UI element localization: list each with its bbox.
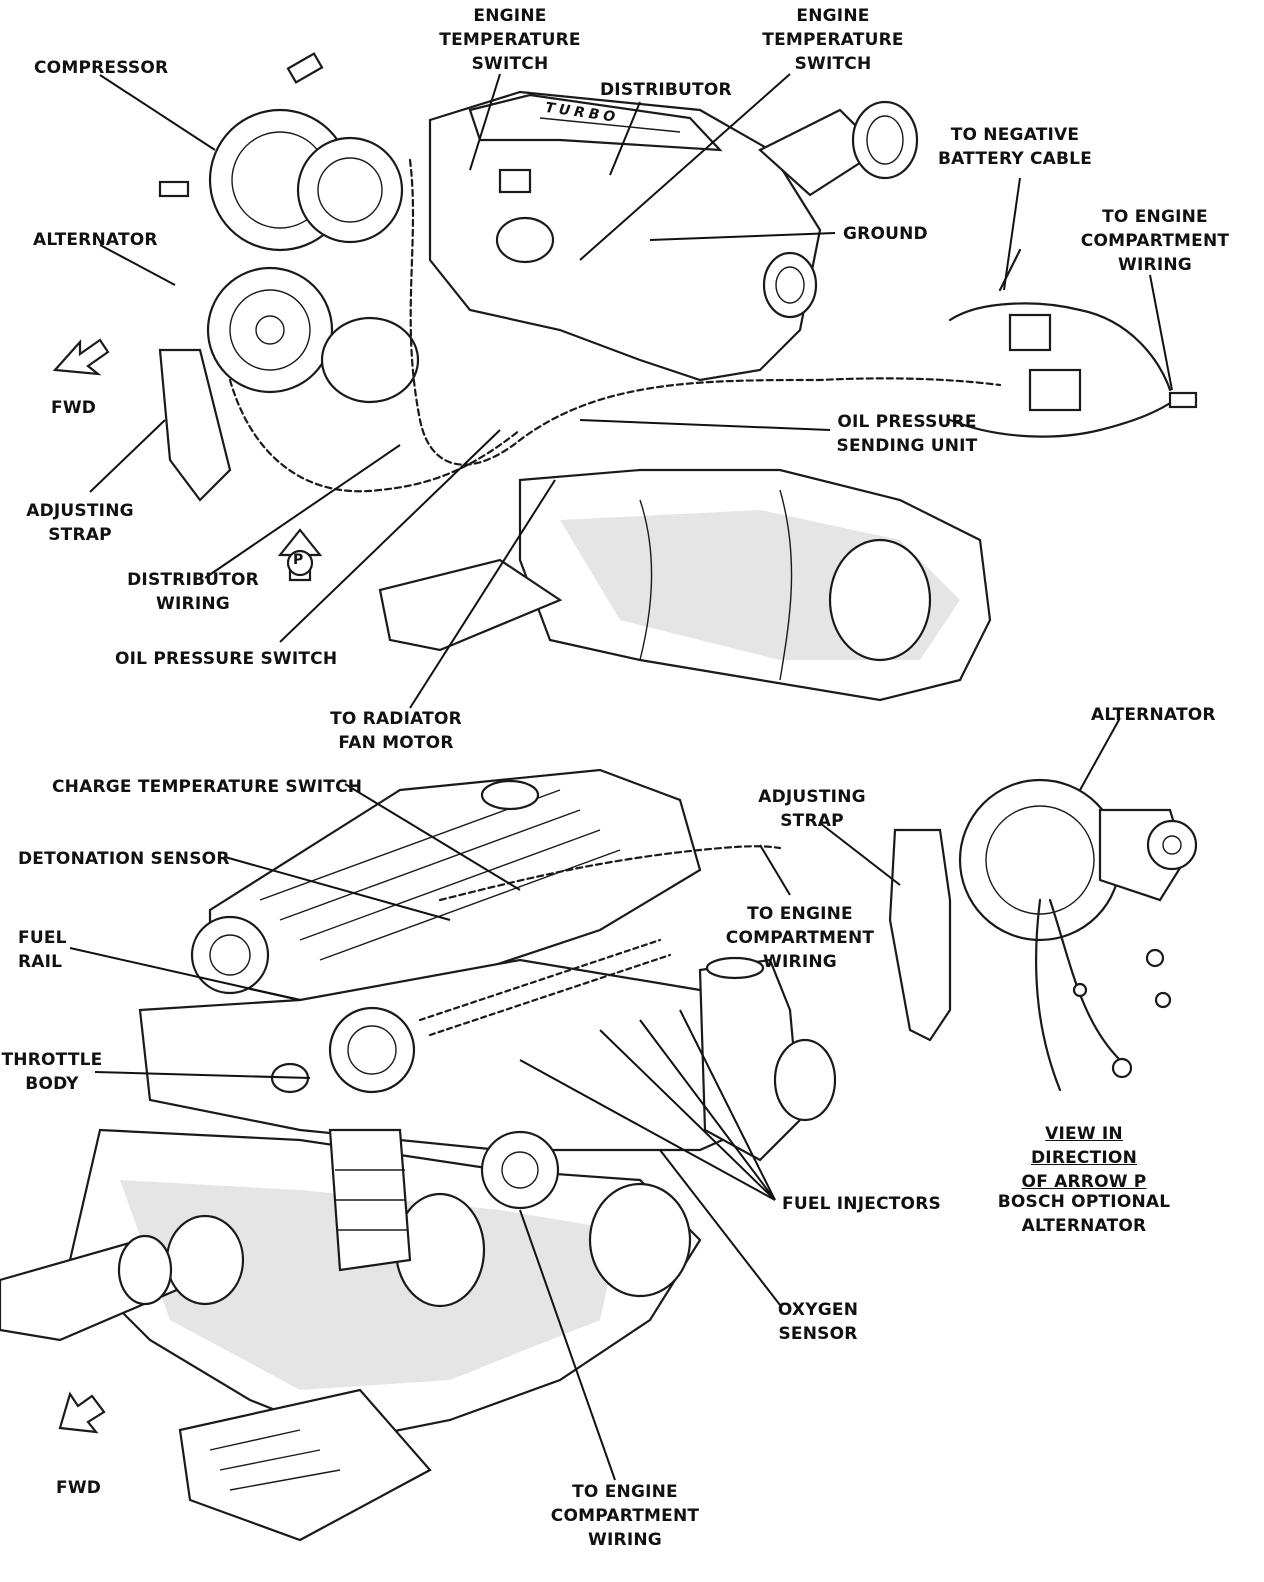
- label-alternator-right: ALTERNATOR: [1091, 705, 1216, 725]
- label-to-engine-compartment-wiring-top: TO ENGINE COMPARTMENT WIRING: [1080, 207, 1230, 275]
- label-distributor: DISTRIBUTOR: [600, 80, 732, 100]
- label-fuel-injectors: FUEL INJECTORS: [782, 1194, 941, 1214]
- label-to-radiator-fan-motor: TO RADIATOR FAN MOTOR: [330, 709, 462, 753]
- label-ground: GROUND: [843, 224, 928, 244]
- label-adjusting-strap-right: ADJUSTING STRAP: [758, 787, 866, 831]
- label-view-in-direction-of-arrow-p: VIEW IN DIRECTION OF ARROW P: [1021, 1124, 1147, 1192]
- label-fwd-bottom: FWD: [56, 1478, 102, 1498]
- label-engine-temperature-switch-left: ENGINE TEMPERATURE SWITCH: [439, 6, 581, 74]
- label-throttle-body: THROTTLE BODY: [1, 1050, 103, 1094]
- label-oil-pressure-sending-unit: OIL PRESSURE SENDING UNIT: [836, 412, 978, 456]
- label-compressor: COMPRESSOR: [34, 58, 169, 78]
- label-bosch-optional-alternator: BOSCH OPTIONAL ALTERNATOR: [997, 1192, 1171, 1236]
- label-detonation-sensor: DETONATION SENSOR: [18, 849, 230, 869]
- label-oil-pressure-switch: OIL PRESSURE SWITCH: [115, 649, 338, 669]
- label-distributor-wiring: DISTRIBUTOR WIRING: [127, 570, 259, 614]
- top-engine-drawing: [52, 52, 1198, 702]
- label-engine-temperature-switch-right: ENGINE TEMPERATURE SWITCH: [762, 6, 904, 74]
- label-alternator-top: ALTERNATOR: [33, 230, 158, 250]
- leader-lines: [69, 73, 1173, 1481]
- label-to-negative-battery-cable: TO NEGATIVE BATTERY CABLE: [937, 125, 1093, 169]
- bottom-engine-drawing: [0, 768, 837, 1542]
- label-to-engine-compartment-wiring-bottom: TO ENGINE COMPARTMENT WIRING: [550, 1482, 700, 1550]
- label-charge-temperature-switch: CHARGE TEMPERATURE SWITCH: [52, 777, 363, 797]
- alternator-inset-drawing: [888, 778, 1198, 1092]
- label-fwd-top: FWD: [51, 398, 97, 418]
- arrow-p-letter: P: [293, 552, 304, 568]
- label-fuel-rail: FUEL RAIL: [18, 928, 67, 972]
- label-adjusting-strap-top: ADJUSTING STRAP: [26, 501, 134, 545]
- label-to-engine-compartment-wiring-middle: TO ENGINE COMPARTMENT WIRING: [725, 904, 875, 972]
- label-oxygen-sensor: OXYGEN SENSOR: [777, 1300, 859, 1344]
